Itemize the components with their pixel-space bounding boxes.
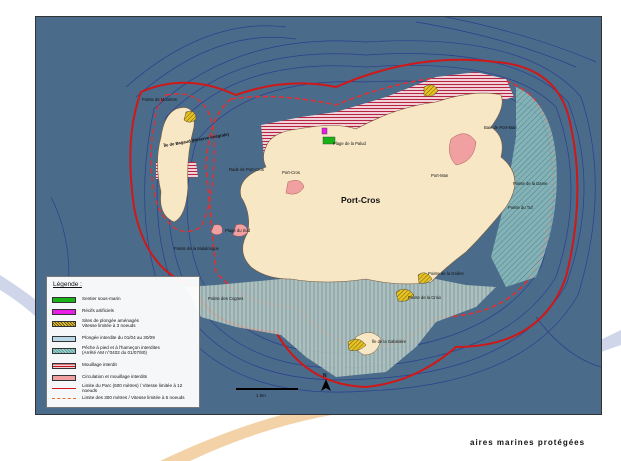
legend-item: Limite des 300 mètres / Vitesse limitée …	[52, 394, 198, 403]
legend-swatch	[52, 362, 76, 369]
label-pointe-montrem: Pointe de Montrem	[142, 97, 178, 102]
label-plage-palud: Plage de la Palud	[333, 141, 366, 146]
contour-line	[444, 17, 597, 63]
label-island-main: Port-Cros	[341, 195, 380, 205]
site-plongee	[423, 84, 439, 97]
label-pointe-cognes: Pointe des Cognes	[208, 296, 243, 301]
zone-peche-interdite	[186, 272, 496, 377]
legend-item-label: Limite du Parc (600 mètres) / Vitesse li…	[82, 382, 183, 393]
zone-peche-est	[491, 87, 557, 287]
label-pointe-dame: Pointe de la Dame	[513, 181, 548, 186]
legend-swatch	[52, 374, 76, 381]
legend-item: Récifs artificiels	[52, 307, 198, 316]
zones-circulation-interdite	[210, 133, 477, 237]
legend-item-label: Mouillage interdit	[82, 362, 117, 368]
limit-300m	[205, 75, 554, 348]
label-gabiniere: Île de la Gabinière	[371, 339, 407, 344]
footer-caption: aires marines protégées	[470, 438, 586, 447]
sentier-sous-marin	[322, 136, 336, 145]
zone-rose	[210, 224, 223, 235]
legend-item-label: Circulation et mouillage interdits	[82, 374, 148, 380]
legend-swatch	[52, 347, 76, 354]
legend-item-label: Récifs artificiels	[82, 308, 114, 314]
label-plage-sud: Plage du Sud	[225, 228, 251, 233]
site-plongee	[395, 288, 415, 302]
scale-label: 1 km	[256, 393, 266, 398]
zone-rose	[232, 224, 249, 237]
legend-item: Circulation et mouillage interdits	[52, 373, 198, 382]
legend-item-label: Limite des 300 mètres / Vitesse limitée …	[82, 395, 185, 401]
label-baie-port-man: Baie de Port-Man	[484, 125, 517, 130]
sites-plongee	[183, 84, 439, 352]
north-label: N	[323, 373, 327, 379]
site-plongee	[183, 111, 197, 123]
legend-title: Légende :	[53, 281, 82, 288]
zone-rose	[285, 180, 305, 195]
legend-item: Pêche à pied et à l'hameçon interdites(A…	[52, 344, 198, 355]
ile-bagaud	[157, 107, 195, 223]
contour-line	[535, 316, 601, 368]
legend-item-label: Plongée interdite du 01/04 au 30/09	[82, 335, 155, 341]
label-rade: Rade de Port-Cros	[229, 167, 264, 172]
label-pointe-tuf: Pointe du Tuf	[508, 205, 534, 210]
legend-item-label: Sentier sous-marin	[82, 296, 121, 302]
label-pointe-galere: Pointe de la Galère	[428, 271, 465, 276]
legend-line-swatch	[52, 388, 76, 389]
label-pointe-croix: Pointe de la Croix	[408, 295, 442, 300]
legend-item: Sentier sous-marin	[52, 295, 198, 304]
legend-swatch	[52, 335, 76, 342]
contour-line	[125, 25, 287, 88]
ile-port-cros	[239, 92, 516, 285]
legend-item-label: Pêche à pied et à l'hameçon interdites(A…	[82, 344, 160, 355]
legend-item: Plongée interdite du 01/04 au 30/09	[52, 334, 198, 343]
legend-swatch	[52, 320, 76, 327]
north-arrow: N	[321, 373, 331, 391]
zone-rose	[449, 133, 477, 166]
label-port-cros-village: Port-Cros	[282, 170, 300, 175]
scale-bar: 1 km	[236, 388, 298, 398]
recifs-artificiels	[321, 127, 328, 135]
site-plongee	[347, 338, 367, 352]
contour-line	[415, 21, 577, 68]
limit-300m-bagaud	[150, 93, 215, 233]
label-pointe-malalongue: Pointe de la Malalongue	[174, 246, 220, 251]
legend-swatch	[52, 308, 76, 315]
contour-line	[135, 36, 297, 98]
label-port-man: Port-Man	[431, 173, 449, 178]
legend-item: Limite du Parc (600 mètres) / Vitesse li…	[52, 382, 198, 393]
north-arrow-icon	[321, 379, 331, 391]
legend-line-swatch	[52, 398, 76, 399]
legend-swatch	[52, 296, 76, 303]
legend-item: Mouillage interdit	[52, 361, 198, 370]
site-plongee	[417, 272, 433, 284]
